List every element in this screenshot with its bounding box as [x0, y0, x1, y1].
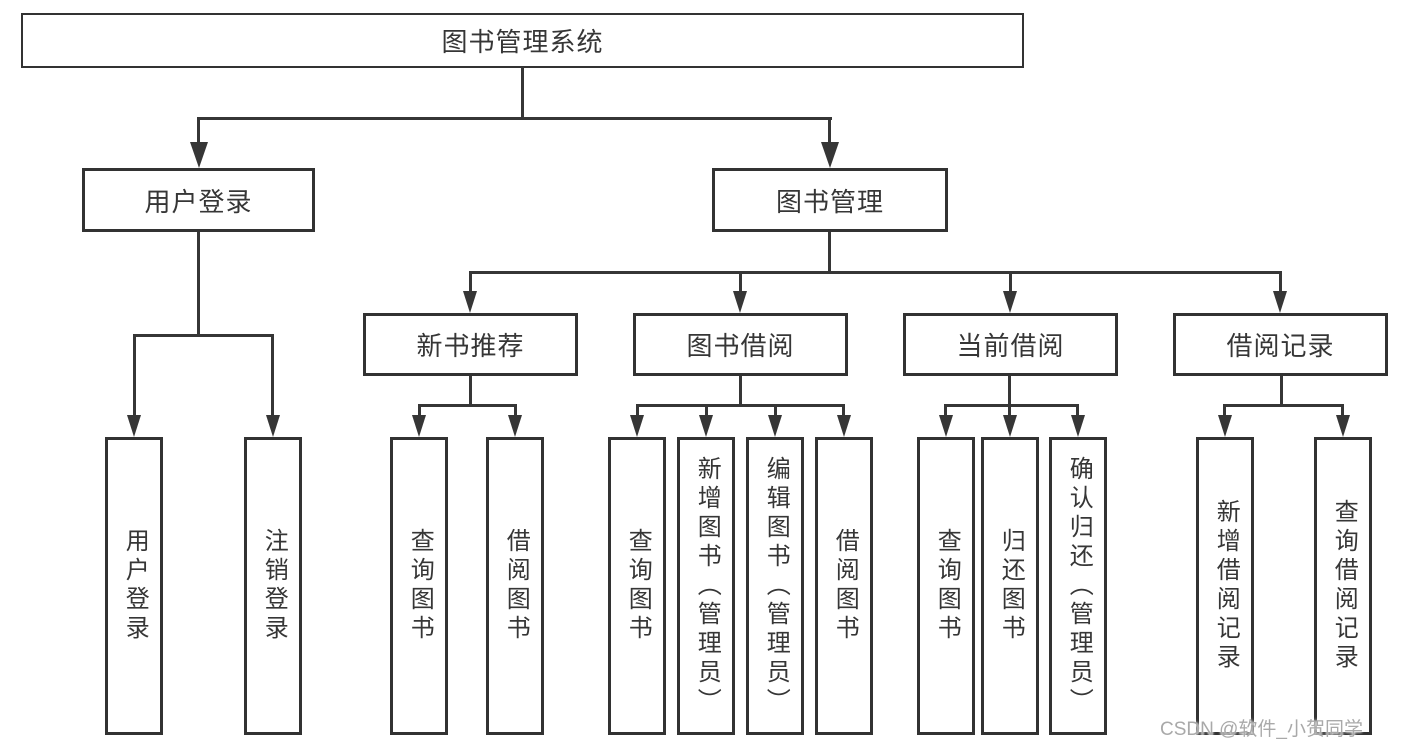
connector-line	[133, 334, 274, 337]
arrowhead-icon	[127, 415, 141, 437]
arrowhead-icon	[768, 415, 782, 437]
connector-line	[418, 404, 517, 407]
connector-line	[197, 232, 200, 336]
node-library-system: 图书管理系统	[21, 13, 1024, 68]
arrowhead-icon	[1071, 415, 1085, 437]
arrowhead-icon	[190, 142, 208, 168]
arrowhead-icon	[508, 415, 522, 437]
leaf-bb-edit-books-admin: 编辑图书（管理员）	[746, 437, 804, 735]
connector-line	[469, 271, 1282, 274]
node-borrowing-records: 借阅记录	[1173, 313, 1388, 376]
connector-line	[197, 117, 200, 145]
connector-line	[1008, 404, 1011, 417]
node-new-book-recommend: 新书推荐	[363, 313, 578, 376]
connector-line	[469, 376, 472, 406]
connector-line	[1223, 404, 1344, 407]
arrowhead-icon	[630, 415, 644, 437]
arrowhead-icon	[1003, 415, 1017, 437]
connector-line	[739, 376, 742, 406]
connector-line	[739, 271, 742, 293]
node-user-login: 用户登录	[82, 168, 315, 232]
connector-line	[828, 117, 831, 145]
arrowhead-icon	[463, 291, 477, 313]
connector-line	[197, 117, 832, 120]
connector-line	[469, 271, 472, 293]
node-book-borrowing: 图书借阅	[633, 313, 848, 376]
connector-line	[1223, 404, 1226, 417]
connector-line	[271, 334, 274, 418]
connector-line	[636, 404, 845, 407]
leaf-nbr-query-books: 查询图书	[390, 437, 448, 735]
connector-line	[418, 404, 421, 417]
connector-line	[705, 404, 708, 417]
connector-line	[1280, 376, 1283, 406]
connector-line	[842, 404, 845, 417]
leaf-nbr-borrow-books: 借阅图书	[486, 437, 544, 735]
arrowhead-icon	[821, 142, 839, 168]
connector-line	[1341, 404, 1344, 417]
arrowhead-icon	[1003, 291, 1017, 313]
connector-line	[1009, 271, 1012, 293]
connector-line	[1279, 271, 1282, 293]
node-book-management: 图书管理	[712, 168, 948, 232]
connector-line	[944, 404, 947, 417]
connector-line	[1076, 404, 1079, 417]
leaf-cb-return-books: 归还图书	[981, 437, 1039, 735]
leaf-user-login: 用户登录	[105, 437, 163, 735]
leaf-bb-query-books: 查询图书	[608, 437, 666, 735]
leaf-bb-add-books-admin: 新增图书（管理员）	[677, 437, 735, 735]
arrowhead-icon	[699, 415, 713, 437]
connector-line	[514, 404, 517, 417]
arrowhead-icon	[266, 415, 280, 437]
leaf-bb-borrow-books: 借阅图书	[815, 437, 873, 735]
arrowhead-icon	[1273, 291, 1287, 313]
connector-line	[1008, 376, 1011, 406]
arrowhead-icon	[733, 291, 747, 313]
connector-line	[944, 404, 1079, 407]
connector-line	[828, 232, 831, 273]
leaf-cb-confirm-return-admin: 确认归还（管理员）	[1049, 437, 1107, 735]
connector-line	[636, 404, 639, 417]
csdn-watermark: CSDN @软件_小贺同学	[1160, 719, 1363, 740]
leaf-br-add-record: 新增借阅记录	[1196, 437, 1254, 735]
arrowhead-icon	[1218, 415, 1232, 437]
node-current-borrowing: 当前借阅	[903, 313, 1118, 376]
leaf-cb-query-books: 查询图书	[917, 437, 975, 735]
leaf-logout: 注销登录	[244, 437, 302, 735]
leaf-br-query-record: 查询借阅记录	[1314, 437, 1372, 735]
arrowhead-icon	[939, 415, 953, 437]
connector-line	[133, 334, 136, 418]
arrowhead-icon	[412, 415, 426, 437]
arrowhead-icon	[837, 415, 851, 437]
arrowhead-icon	[1336, 415, 1350, 437]
connector-line	[774, 404, 777, 417]
connector-line	[521, 67, 524, 118]
